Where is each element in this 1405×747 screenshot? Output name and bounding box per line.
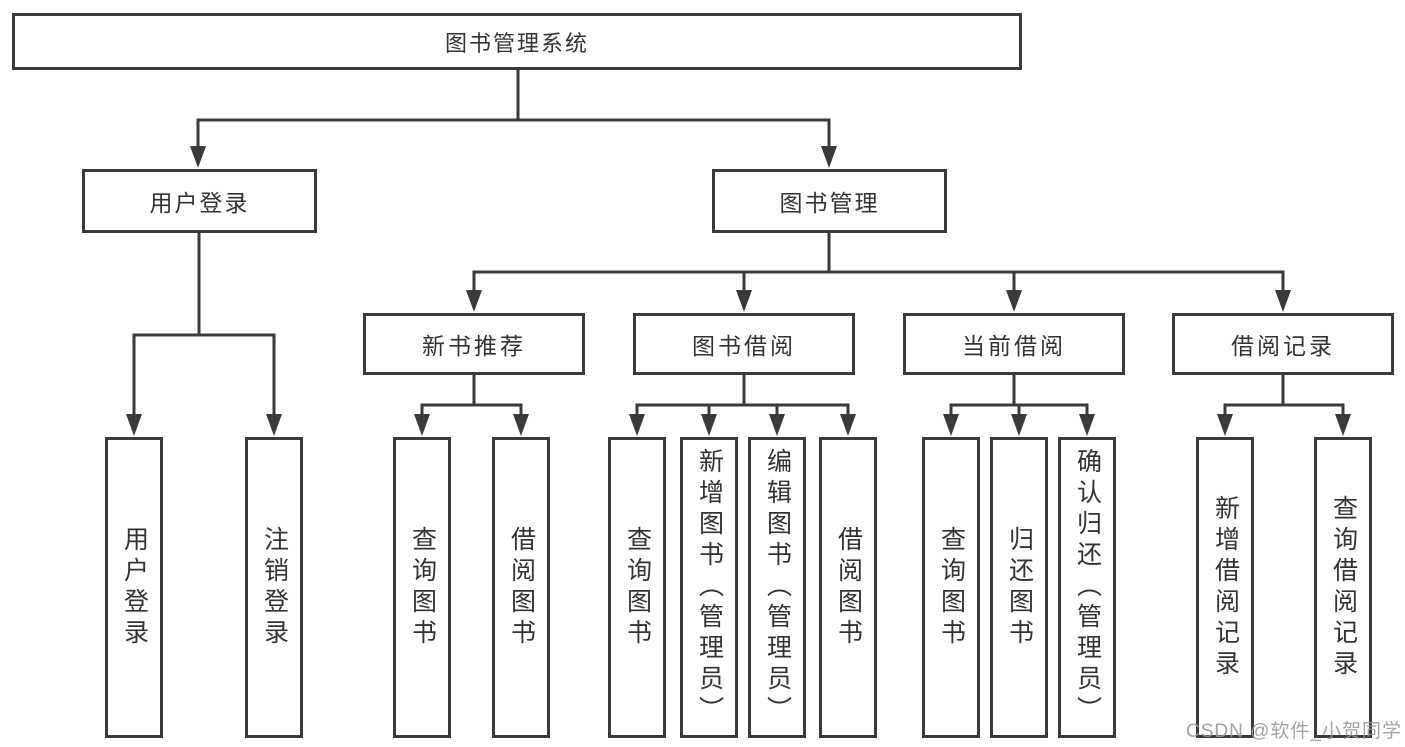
node-label: 归还图书 (1005, 525, 1034, 650)
node-label: 图书管理 (779, 190, 880, 216)
node-label: 用户登录 (149, 190, 250, 216)
node-label: 新增借阅记录 (1211, 494, 1240, 681)
leaf-query-books-recommend: 查询图书 (393, 437, 451, 738)
node-label: 查询图书 (408, 525, 437, 650)
leaf-query-borrow-record: 查询借阅记录 (1314, 437, 1372, 738)
node-label: 图书借阅 (692, 333, 796, 359)
leaf-return-books: 归还图书 (990, 437, 1048, 738)
node-label: 用户登录 (120, 525, 149, 650)
leaf-confirm-return-admin: 确认归还（管理员） (1058, 437, 1116, 738)
leaf-query-books-borrowing: 查询图书 (608, 437, 666, 738)
node-library-management-system: 图书管理系统 (12, 13, 1022, 70)
leaf-logout: 注销登录 (245, 437, 303, 738)
node-label: 新增图书（管理员） (695, 448, 724, 727)
node-label: 新书推荐 (422, 333, 526, 359)
leaf-borrow-books-recommend: 借阅图书 (492, 437, 550, 738)
node-book-borrowing: 图书借阅 (633, 313, 855, 375)
leaf-edit-books-admin: 编辑图书（管理员） (748, 437, 806, 738)
node-label: 借阅图书 (834, 525, 863, 650)
node-label: 注销登录 (260, 525, 289, 650)
node-current-borrowing: 当前借阅 (903, 313, 1125, 375)
node-label: 查询借阅记录 (1329, 494, 1358, 681)
node-borrowing-records: 借阅记录 (1172, 313, 1394, 375)
node-label: 编辑图书（管理员） (763, 448, 792, 727)
leaf-add-books-admin: 新增图书（管理员） (680, 437, 738, 738)
node-book-management: 图书管理 (712, 169, 947, 233)
leaf-query-books-current: 查询图书 (922, 437, 980, 738)
node-label: 查询图书 (623, 525, 652, 650)
node-label: 借阅图书 (507, 525, 536, 650)
node-user-login: 用户登录 (82, 169, 317, 233)
leaf-add-borrow-record: 新增借阅记录 (1196, 437, 1254, 738)
csdn-watermark: CSDN @软件_小贺同学 (1186, 721, 1402, 742)
leaf-user-login: 用户登录 (105, 437, 163, 738)
node-label: 确认归还（管理员） (1073, 448, 1102, 727)
arrowheads (126, 146, 1351, 436)
node-label: 当前借阅 (962, 333, 1066, 359)
node-label: 查询图书 (937, 525, 966, 650)
node-label: 借阅记录 (1231, 333, 1335, 359)
node-new-book-recommendation: 新书推荐 (363, 313, 585, 375)
node-label: 图书管理系统 (444, 30, 589, 56)
leaf-borrow-books-borrowing: 借阅图书 (819, 437, 877, 738)
